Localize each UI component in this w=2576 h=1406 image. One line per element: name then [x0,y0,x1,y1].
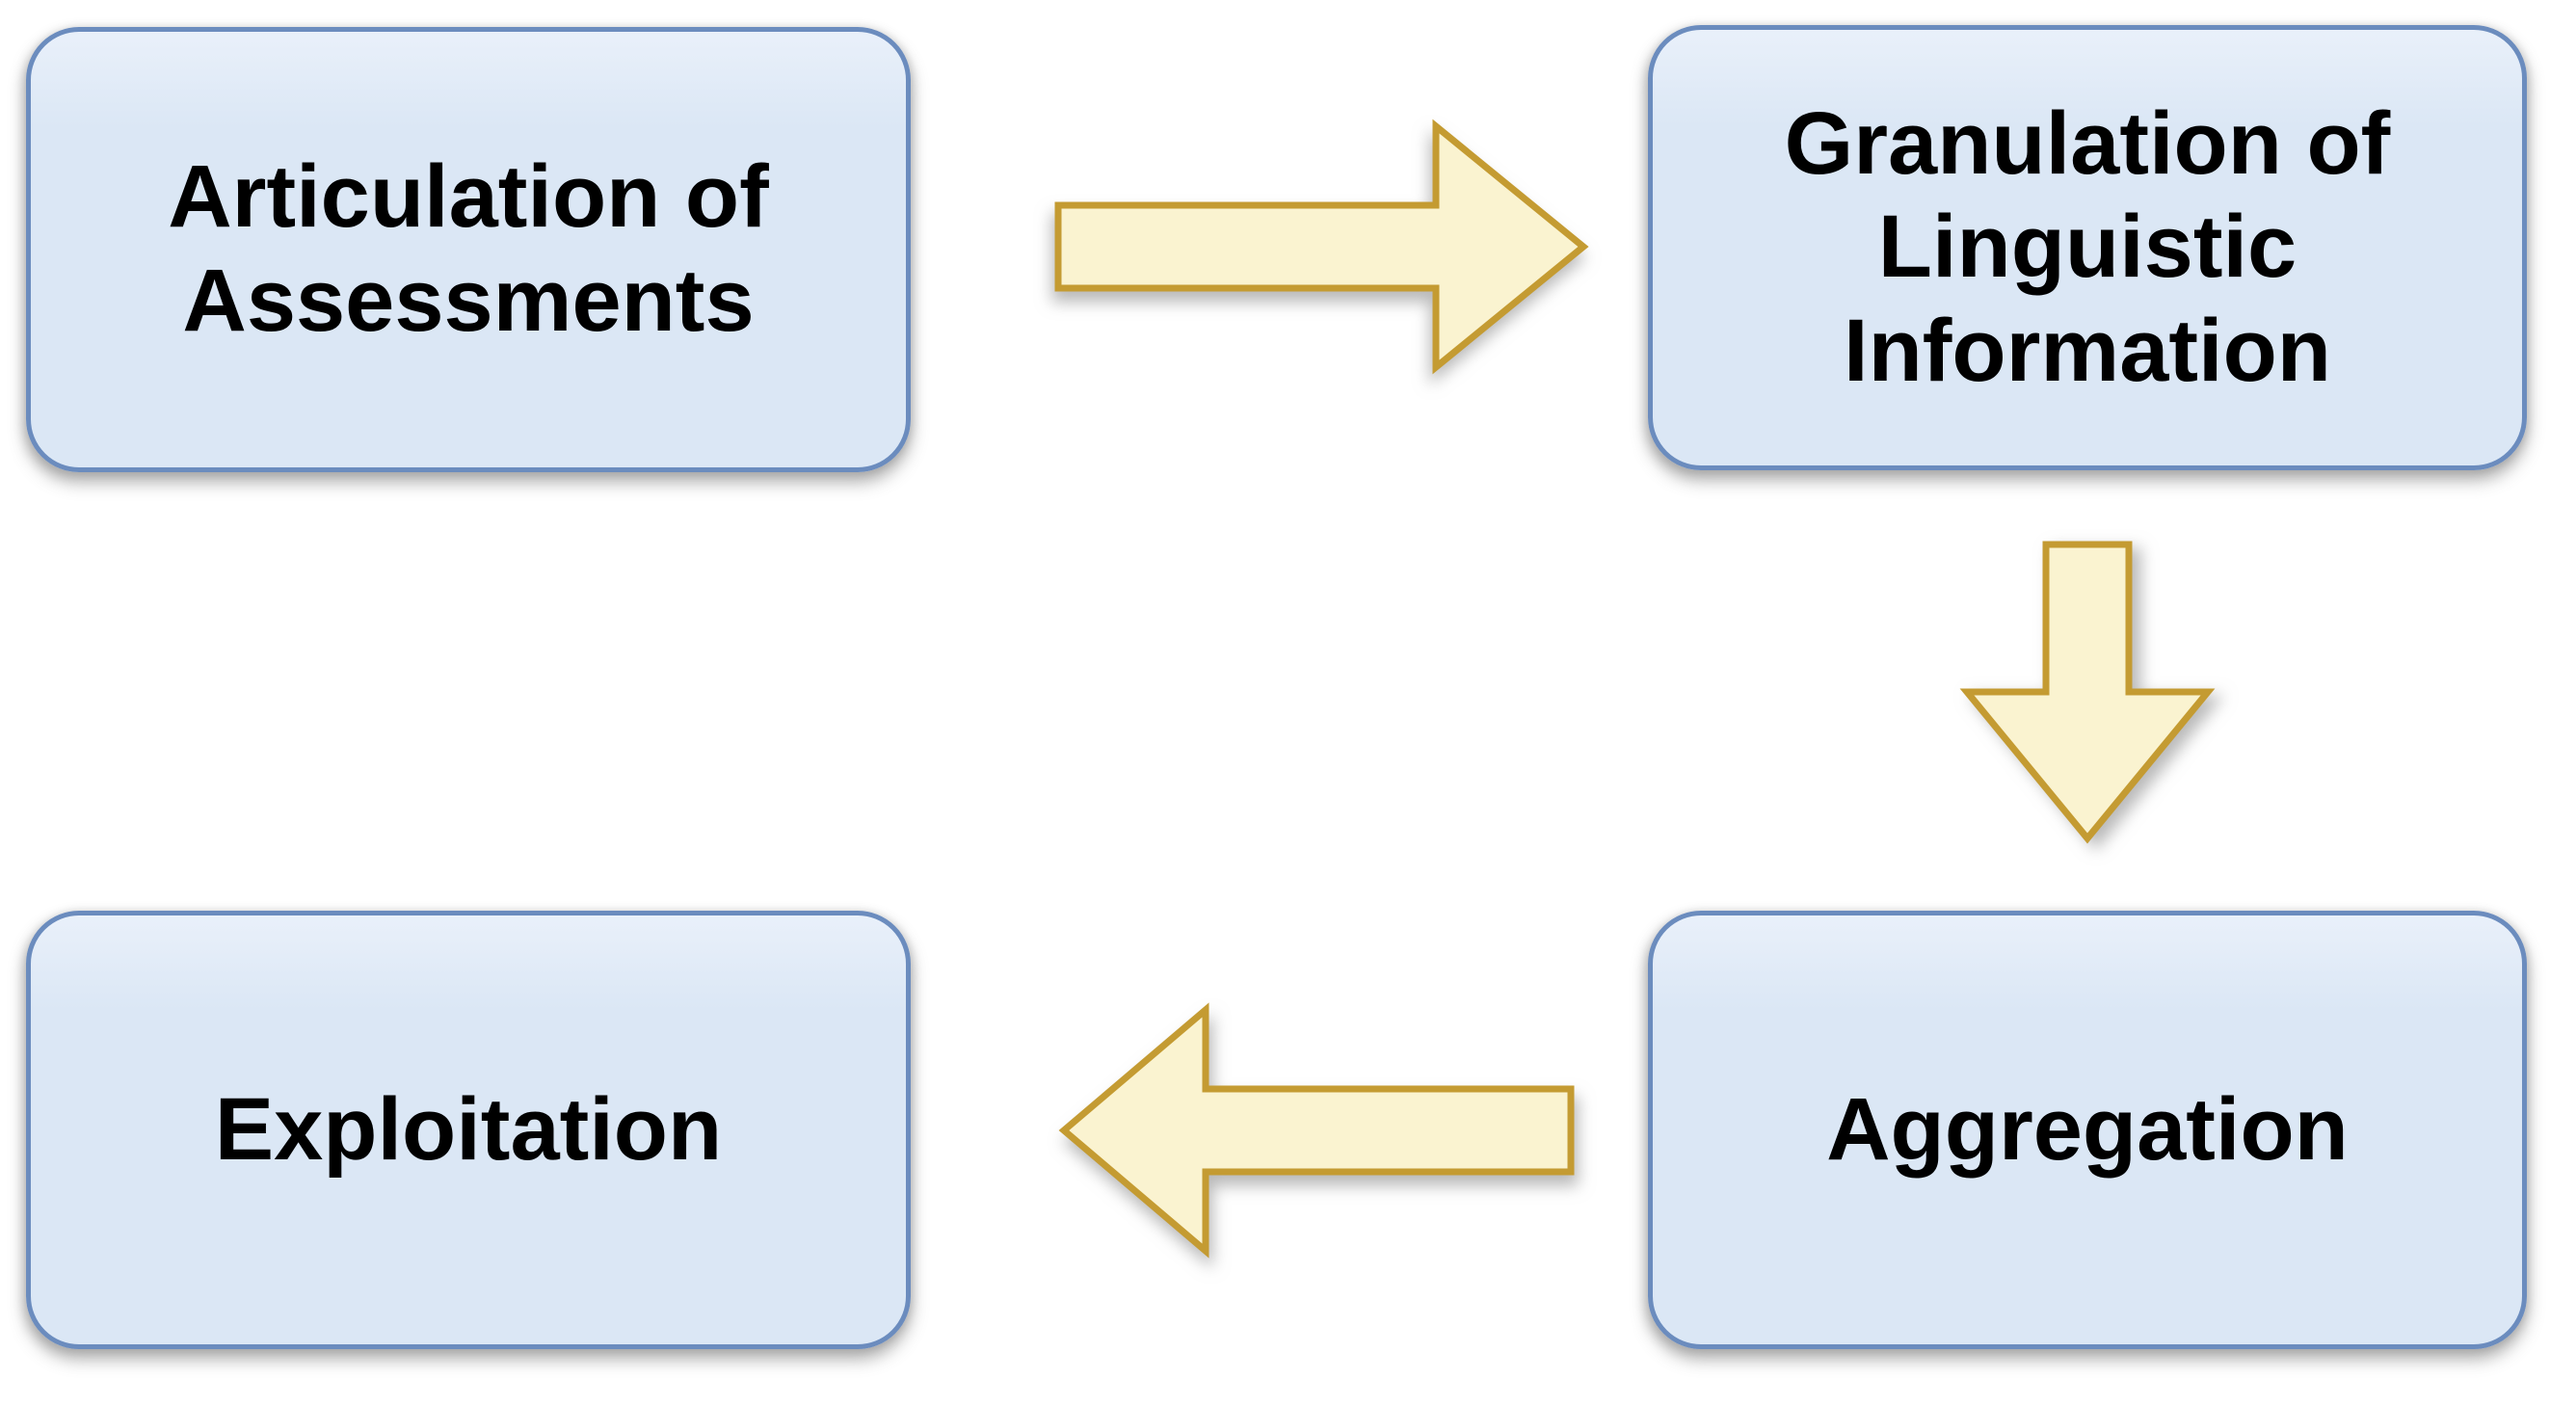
arrow-left-icon [1058,1002,1575,1259]
node-aggregation: Aggregation [1648,911,2527,1349]
arrow-down-icon [1959,541,2216,844]
node-granulation-of-linguistic-information: Granulation of Linguistic Information [1648,25,2527,470]
node-articulation-of-assessments: Articulation of Assessments [26,27,911,472]
node-label: Granulation of Linguistic Information [1784,93,2391,400]
node-label: Articulation of Assessments [168,147,769,350]
node-label: Exploitation [214,1079,723,1179]
node-exploitation: Exploitation [26,911,911,1349]
arrow-right-icon [1054,119,1589,375]
node-label: Aggregation [1826,1079,2349,1179]
